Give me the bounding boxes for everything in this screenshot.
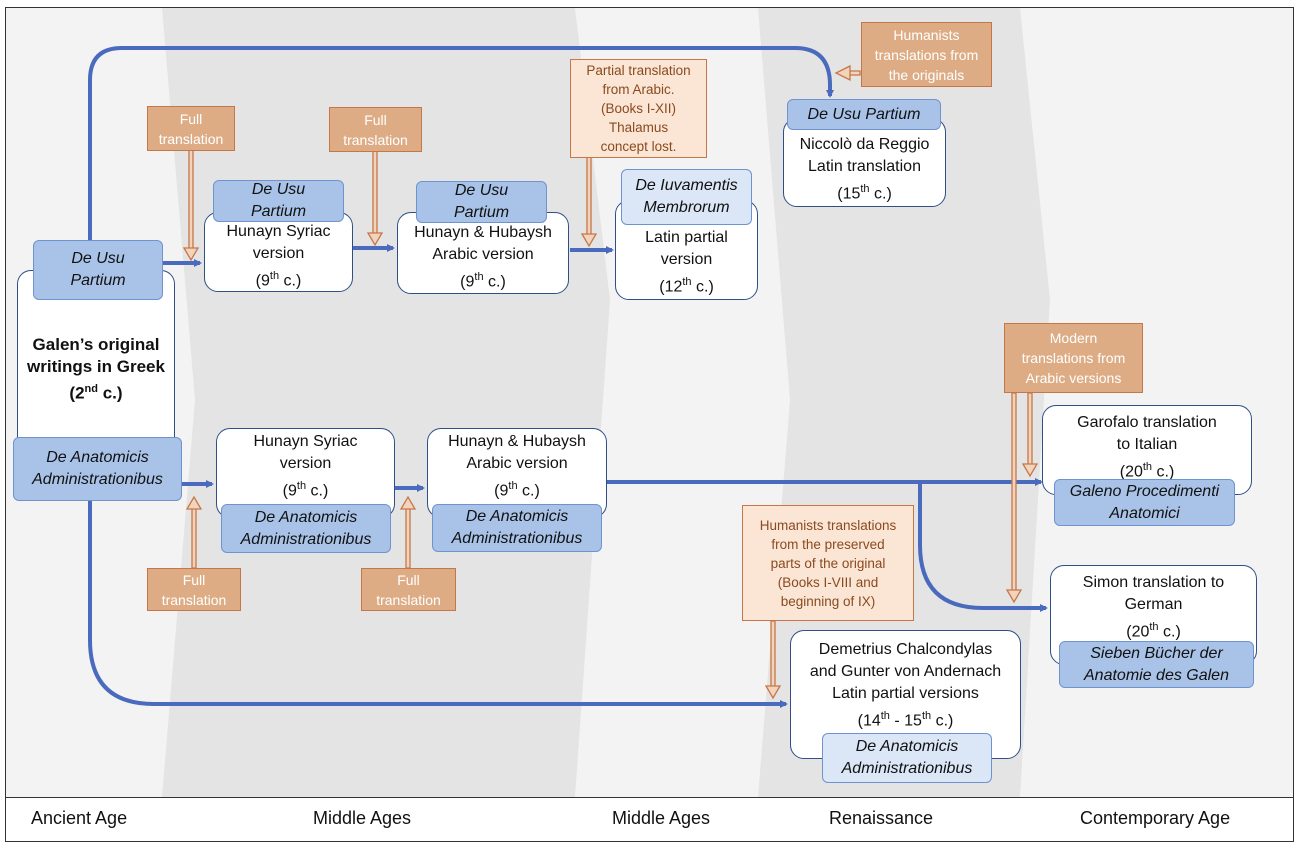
era-axis-band bbox=[6, 798, 1293, 841]
era-ancient-age: Ancient Age bbox=[31, 808, 128, 828]
era-middle-ages-1: Middle Ages bbox=[313, 808, 412, 828]
galen-line-2: writings in Greek bbox=[27, 356, 165, 376]
niccolo-box: Niccolò da Reggio Latin translation (15t… bbox=[783, 118, 946, 207]
dup-syriac-box: Hunayn Syriac version (9th c.) bbox=[204, 212, 353, 292]
galen-line-1: Galen’s original bbox=[32, 334, 160, 354]
galen-date: (2nd c.) bbox=[69, 382, 123, 403]
era-renaissance: Renaissance bbox=[829, 808, 934, 828]
daa-arabic-box: Hunayn & Hubaysh Arabic version (9th c.) bbox=[427, 428, 607, 518]
galen-original-box: Galen’s original writings in Greek (2nd … bbox=[17, 270, 175, 458]
dup-arabic-box: Hunayn & Hubaysh Arabic version (9th c.) bbox=[397, 212, 569, 294]
era-contemporary-age: Contemporary Age bbox=[1080, 808, 1231, 828]
niccolo-tag: De Usu Partium bbox=[787, 99, 941, 130]
daa-syriac-box: Hunayn Syriac version (9th c.) bbox=[216, 428, 395, 518]
era-axis-line bbox=[5, 797, 1294, 798]
era-middle-ages-2: Middle Ages bbox=[612, 808, 711, 828]
